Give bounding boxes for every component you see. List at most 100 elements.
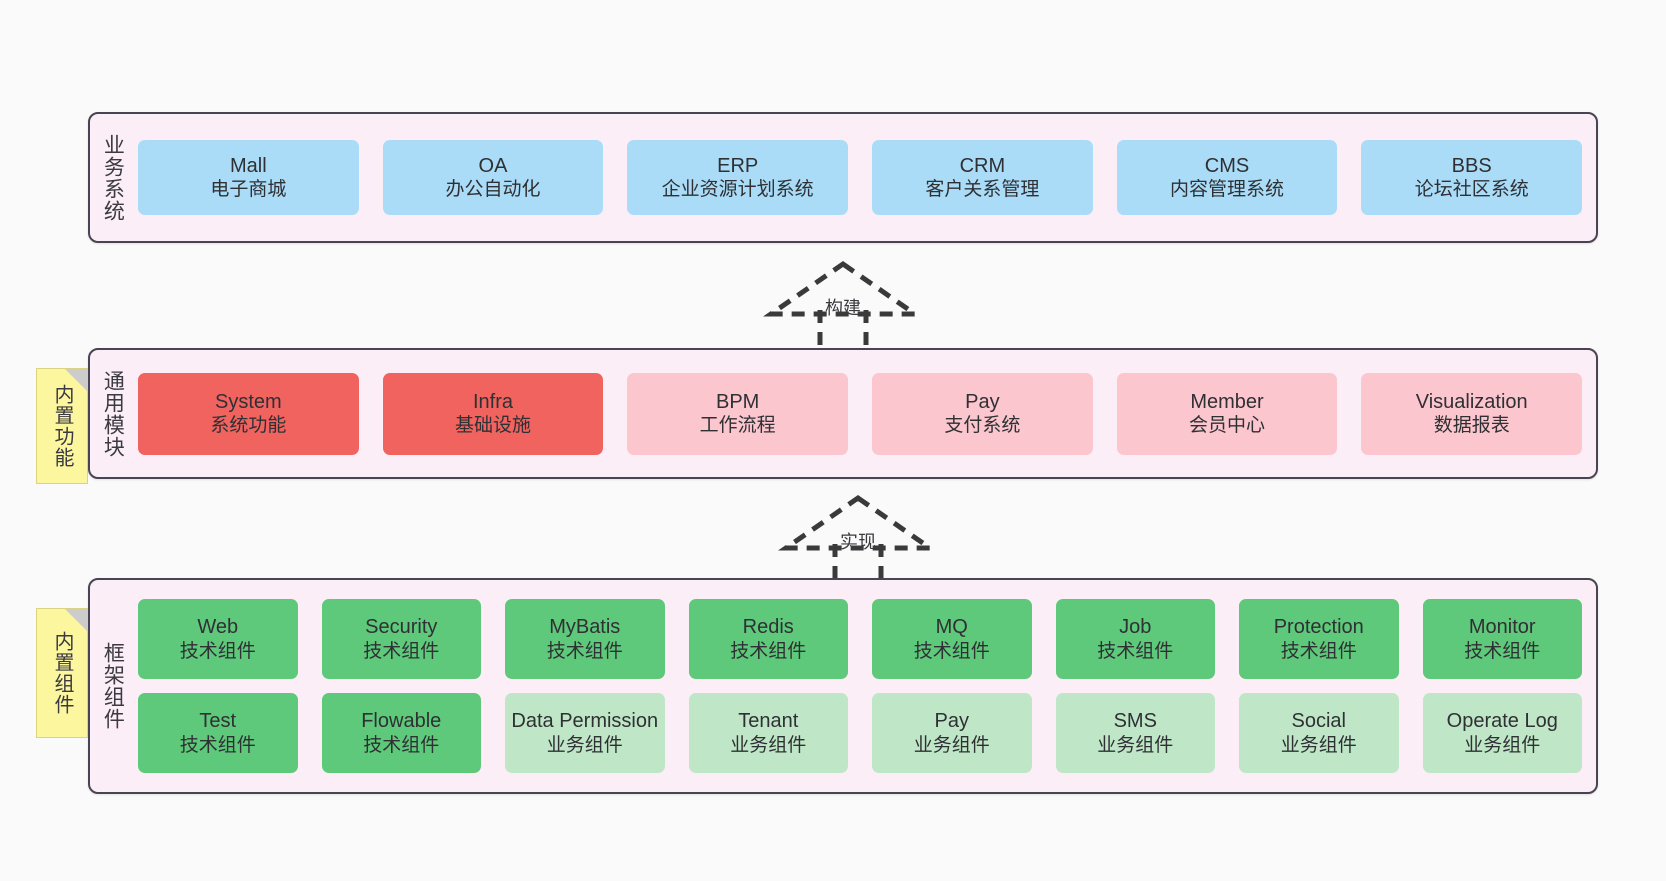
- note-fold-corner-icon: [65, 369, 87, 391]
- node-title: ERP: [717, 154, 759, 177]
- note-label: 内置功能: [51, 384, 73, 468]
- node-title: Monitor: [1468, 616, 1536, 639]
- node-monitor[interactable]: Monitor 技术组件: [1422, 599, 1582, 679]
- node-subtitle: 客户关系管理: [925, 179, 1040, 201]
- node-operate-log[interactable]: Operate Log 业务组件: [1422, 693, 1582, 773]
- node-subtitle: 技术组件: [1280, 640, 1357, 662]
- node-bbs[interactable]: BBS 论坛社区系统: [1361, 140, 1583, 215]
- node-subtitle: 支付系统: [944, 415, 1021, 437]
- layer-title-business-system: 业务系统: [101, 133, 125, 222]
- node-title: Pay: [934, 710, 969, 733]
- node-system[interactable]: System 系统功能: [138, 372, 359, 455]
- note-label: 内置组件: [51, 631, 73, 715]
- node-subtitle: 技术组件: [546, 640, 623, 662]
- node-erp[interactable]: ERP 企业资源计划系统: [627, 140, 849, 215]
- node-title: Web: [197, 616, 239, 639]
- layer-title-common-module: 通用模块: [101, 369, 125, 458]
- node-web[interactable]: Web 技术组件: [138, 599, 298, 679]
- node-subtitle: 办公自动化: [445, 179, 541, 201]
- node-subtitle: 业务组件: [913, 734, 990, 756]
- layer-body-framework-component: Web 技术组件 Security 技术组件 MyBatis 技术组件 Redi…: [134, 580, 1596, 792]
- node-row: Mall 电子商城 OA 办公自动化 ERP 企业资源计划系统 CRM 客户关系…: [138, 140, 1583, 215]
- layer-title-framework-component: 框架组件: [101, 642, 125, 730]
- node-subtitle: 技术组件: [363, 640, 440, 662]
- node-data-permission[interactable]: Data Permission 业务组件: [505, 693, 665, 773]
- node-title: CRM: [959, 154, 1006, 177]
- node-subtitle: 技术组件: [1464, 640, 1541, 662]
- node-subtitle: 技术组件: [1097, 640, 1174, 662]
- node-subtitle: 工作流程: [699, 415, 776, 437]
- node-subtitle: 电子商城: [210, 179, 287, 201]
- node-subtitle: 业务组件: [546, 734, 623, 756]
- node-title: Data Permission: [511, 710, 659, 733]
- node-title: SMS: [1113, 710, 1157, 733]
- node-subtitle: 数据报表: [1433, 415, 1510, 437]
- node-mall[interactable]: Mall 电子商城: [138, 140, 359, 215]
- node-protection[interactable]: Protection 技术组件: [1239, 599, 1399, 679]
- node-row: System 系统功能 Infra 基础设施 BPM 工作流程 Pay 支付系统…: [138, 372, 1583, 455]
- node-subtitle: 技术组件: [730, 640, 807, 662]
- node-title: Security: [365, 616, 438, 639]
- node-title: Job: [1119, 616, 1152, 639]
- node-title: BBS: [1451, 154, 1492, 177]
- node-title: Test: [199, 710, 237, 733]
- node-security[interactable]: Security 技术组件: [321, 599, 481, 679]
- node-title: System: [214, 390, 282, 413]
- node-title: Member: [1190, 390, 1264, 413]
- node-title: CMS: [1204, 154, 1250, 177]
- node-title: Redis: [742, 616, 794, 639]
- node-pay-component[interactable]: Pay 业务组件: [872, 693, 1032, 773]
- node-subtitle: 业务组件: [730, 734, 807, 756]
- node-pay-module[interactable]: Pay 支付系统: [872, 372, 1093, 455]
- node-sms[interactable]: SMS 业务组件: [1055, 693, 1215, 773]
- node-job[interactable]: Job 技术组件: [1055, 599, 1215, 679]
- note-builtin-component: 内置组件: [36, 608, 88, 738]
- layer-business-system: 业务系统 Mall 电子商城 OA 办公自动化 ERP 企业资源计划系统 CRM: [88, 112, 1598, 243]
- node-test[interactable]: Test 技术组件: [138, 693, 298, 773]
- layer-body-business-system: Mall 电子商城 OA 办公自动化 ERP 企业资源计划系统 CRM 客户关系…: [134, 114, 1596, 241]
- node-subtitle: 系统功能: [210, 415, 287, 437]
- note-fold-corner-icon: [65, 609, 87, 631]
- node-oa[interactable]: OA 办公自动化: [382, 140, 604, 215]
- node-subtitle: 内容管理系统: [1170, 179, 1285, 201]
- node-title: Social: [1291, 710, 1346, 733]
- node-flowable[interactable]: Flowable 技术组件: [321, 693, 481, 773]
- node-visualization[interactable]: Visualization 数据报表: [1361, 372, 1583, 455]
- node-subtitle: 业务组件: [1464, 734, 1541, 756]
- node-subtitle: 技术组件: [179, 734, 256, 756]
- node-title: MQ: [935, 616, 968, 639]
- node-subtitle: 技术组件: [179, 640, 256, 662]
- node-title: Flowable: [361, 710, 442, 733]
- note-builtin-function: 内置功能: [36, 368, 88, 484]
- node-title: Operate Log: [1446, 710, 1558, 733]
- layer-framework-component: 框架组件 Web 技术组件 Security 技术组件 MyBatis 技术组件…: [88, 578, 1598, 794]
- node-row: Web 技术组件 Security 技术组件 MyBatis 技术组件 Redi…: [138, 599, 1582, 679]
- node-subtitle: 会员中心: [1189, 415, 1266, 437]
- node-crm[interactable]: CRM 客户关系管理: [872, 140, 1093, 215]
- node-title: Infra: [472, 390, 514, 413]
- node-title: Pay: [965, 390, 1000, 413]
- node-mybatis[interactable]: MyBatis 技术组件: [505, 599, 665, 679]
- node-subtitle: 基础设施: [455, 415, 532, 437]
- node-tenant[interactable]: Tenant 业务组件: [688, 693, 848, 773]
- node-cms[interactable]: CMS 内容管理系统: [1116, 140, 1338, 215]
- node-title: OA: [478, 154, 508, 177]
- node-subtitle: 业务组件: [1280, 734, 1357, 756]
- node-member[interactable]: Member 会员中心: [1116, 372, 1338, 455]
- node-infra[interactable]: Infra 基础设施: [382, 372, 604, 455]
- node-redis[interactable]: Redis 技术组件: [688, 599, 848, 679]
- node-bpm[interactable]: BPM 工作流程: [627, 372, 849, 455]
- node-subtitle: 企业资源计划系统: [661, 179, 814, 201]
- node-row: Test 技术组件 Flowable 技术组件 Data Permission …: [138, 693, 1582, 773]
- node-title: MyBatis: [549, 616, 621, 639]
- node-title: Tenant: [738, 710, 799, 733]
- node-mq[interactable]: MQ 技术组件: [872, 599, 1032, 679]
- node-subtitle: 论坛社区系统: [1414, 179, 1529, 201]
- node-subtitle: 业务组件: [1097, 734, 1174, 756]
- node-social[interactable]: Social 业务组件: [1239, 693, 1399, 773]
- node-title: BPM: [716, 390, 760, 413]
- node-subtitle: 技术组件: [363, 734, 440, 756]
- layer-body-common-module: System 系统功能 Infra 基础设施 BPM 工作流程 Pay 支付系统…: [134, 350, 1596, 477]
- arrow-implement: 实现: [778, 492, 938, 588]
